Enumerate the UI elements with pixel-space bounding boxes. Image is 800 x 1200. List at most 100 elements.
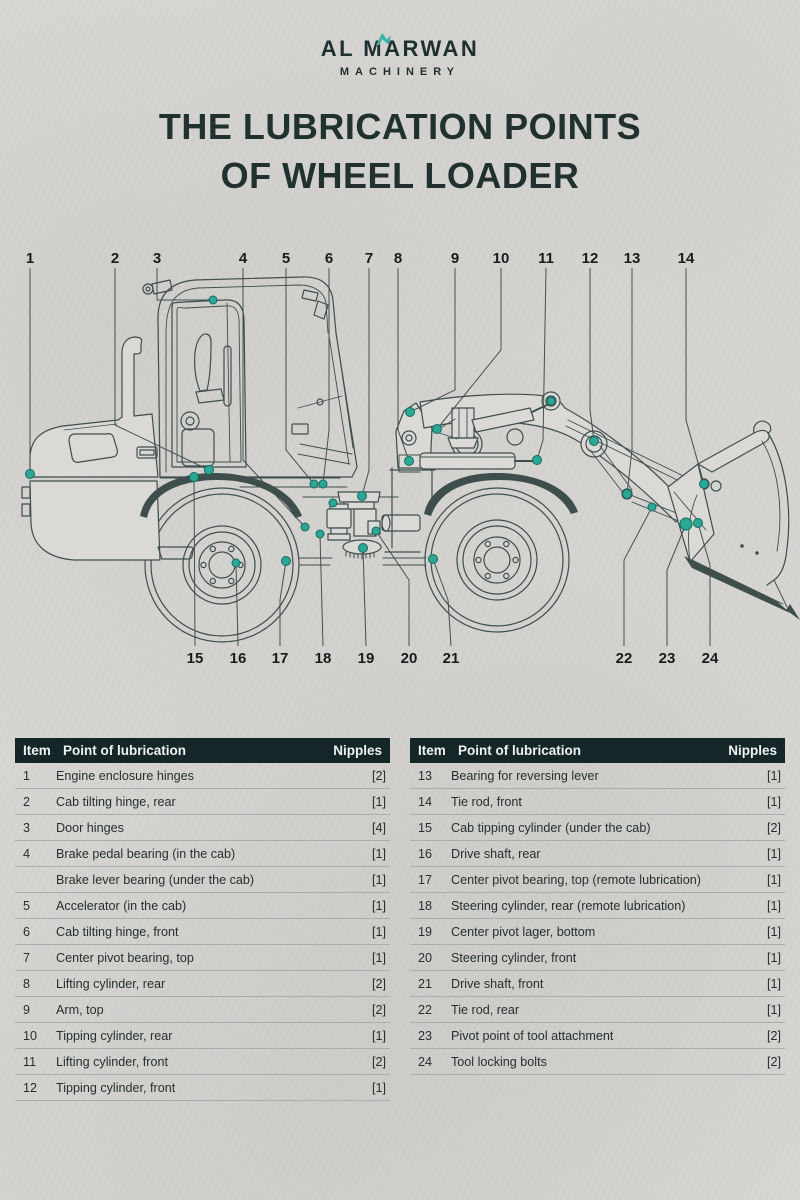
lube-point-dot-12 xyxy=(589,436,599,446)
callout-number-23: 23 xyxy=(659,650,676,667)
center-pivot-assembly xyxy=(326,491,421,560)
leader-line-7 xyxy=(361,268,370,497)
brand-name: AL MARWAN xyxy=(321,33,480,62)
table-cell-nipples: [1] xyxy=(371,950,386,965)
table-cell-point: Steering cylinder, front xyxy=(451,950,577,965)
leader-line-24 xyxy=(697,522,711,646)
lube-point-dot-24 xyxy=(693,518,703,528)
loader-arm-assembly xyxy=(384,391,710,553)
table-cell-item: 4 xyxy=(23,846,31,861)
table-cell-item: 7 xyxy=(23,950,31,965)
lube-point-dot-13 xyxy=(622,489,632,499)
callout-number-16: 16 xyxy=(230,650,247,667)
lube-point-dot-extra-2 xyxy=(328,498,338,508)
table-cell-nipples: [1] xyxy=(371,846,386,861)
callout-number-14: 14 xyxy=(678,250,695,267)
callout-number-12: 12 xyxy=(582,250,599,267)
callout-number-20: 20 xyxy=(401,650,418,667)
table-cell-item: 21 xyxy=(418,976,433,991)
leader-line-6 xyxy=(322,268,330,485)
table-cell-nipples: [2] xyxy=(371,1002,386,1017)
leader-line-23 xyxy=(666,523,687,646)
table-cell-item: 23 xyxy=(418,1028,433,1043)
rear-fender xyxy=(140,472,302,518)
table-cell-point: Tie rod, front xyxy=(451,794,522,809)
table-cell-point: Cab tipping cylinder (under the cab) xyxy=(451,820,651,835)
callout-number-17: 17 xyxy=(272,650,289,667)
col-header-item: Item xyxy=(418,743,446,758)
leader-line-2 xyxy=(114,268,210,471)
lube-point-dot-23 xyxy=(679,517,693,531)
table-cell-point: Bearing for reversing lever xyxy=(451,768,599,783)
table-cell-point: Lifting cylinder, front xyxy=(56,1054,169,1069)
lube-point-dot-15 xyxy=(189,472,199,482)
lube-point-dot-4 xyxy=(300,522,310,532)
table-cell-nipples: [1] xyxy=(371,1080,386,1095)
lube-point-dot-extra-1 xyxy=(546,396,556,406)
leader-line-22 xyxy=(623,506,653,646)
table-cell-nipples: [2] xyxy=(371,1054,386,1069)
table-cell-nipples: [1] xyxy=(766,976,781,991)
table-cell-nipples: [1] xyxy=(371,794,386,809)
leader-line-5 xyxy=(285,268,315,485)
leader-line-19 xyxy=(362,547,367,647)
cab xyxy=(142,276,358,478)
callout-number-2: 2 xyxy=(111,250,119,267)
lube-point-dot-11 xyxy=(532,455,542,465)
table-cell-point: Drive shaft, front xyxy=(451,976,544,991)
table-cell-point: Engine enclosure hinges xyxy=(56,768,194,783)
callout-number-10: 10 xyxy=(493,250,510,267)
callout-number-7: 7 xyxy=(365,250,373,267)
col-header-nipples: Nipples xyxy=(728,743,777,758)
table-cell-item: 12 xyxy=(23,1080,38,1095)
table-cell-nipples: [2] xyxy=(766,1054,781,1069)
leader-line-11 xyxy=(536,267,547,461)
lube-point-dot-5 xyxy=(309,479,319,489)
lube-point-dot-6 xyxy=(318,479,328,489)
callout-number-22: 22 xyxy=(616,650,633,667)
leader-line-3 xyxy=(156,268,213,301)
col-header-point: Point of lubrication xyxy=(458,743,581,758)
lifting-cylinder xyxy=(419,452,516,470)
table-cell-item: 24 xyxy=(418,1054,433,1069)
callout-number-4: 4 xyxy=(239,250,248,267)
brand-logo: AL MARWAN MACHINERY xyxy=(0,33,800,78)
table-cell-point: Accelerator (in the cab) xyxy=(56,898,187,913)
callout-number-1: 1 xyxy=(26,250,34,267)
table-cell-nipples: [1] xyxy=(766,898,781,913)
table-cell-point: Cab tilting hinge, front xyxy=(56,924,179,939)
table-cell-item: 17 xyxy=(418,872,433,887)
lube-point-dot-10 xyxy=(432,424,442,434)
col-header-nipples: Nipples xyxy=(333,743,382,758)
table-cell-point: Steering cylinder, rear (remote lubricat… xyxy=(451,898,686,913)
table-cell-nipples: [2] xyxy=(766,820,781,835)
leader-line-21 xyxy=(432,558,452,647)
table-cell-item: 2 xyxy=(23,794,31,809)
seat xyxy=(194,333,225,404)
lube-point-dot-18 xyxy=(315,529,325,539)
table-cell-point: Center pivot lager, bottom xyxy=(451,924,596,939)
table-cell-nipples: [1] xyxy=(766,794,781,809)
lube-point-dot-16 xyxy=(231,558,241,568)
table-cell-point: Door hinges xyxy=(56,820,124,835)
table-cell-item: 15 xyxy=(418,820,433,835)
table-cell-item: 11 xyxy=(23,1054,37,1069)
callout-number-24: 24 xyxy=(702,650,719,667)
leader-line-18 xyxy=(319,533,324,647)
leader-line-14 xyxy=(685,268,705,485)
lube-point-dot-14 xyxy=(699,479,709,489)
table-header: Item Point of lubrication Nipples xyxy=(15,738,390,763)
lube-point-dot-7 xyxy=(357,491,367,501)
